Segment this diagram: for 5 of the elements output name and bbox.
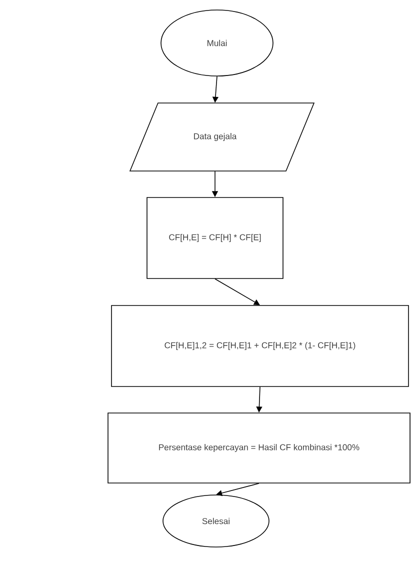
- process-box: CF[H,E]1,2 = CF[H,E]1 + CF[H,E]2 * (1- CF[H,E]1): [111, 305, 409, 387]
- process-box: CF[H,E] = CF[H] * CF[E]: [146, 197, 284, 279]
- process-box: Persentase kepercayan = Hasil CF kombinasi *100%: [108, 412, 410, 484]
- arrow: [214, 278, 260, 306]
- arrow: [216, 483, 260, 496]
